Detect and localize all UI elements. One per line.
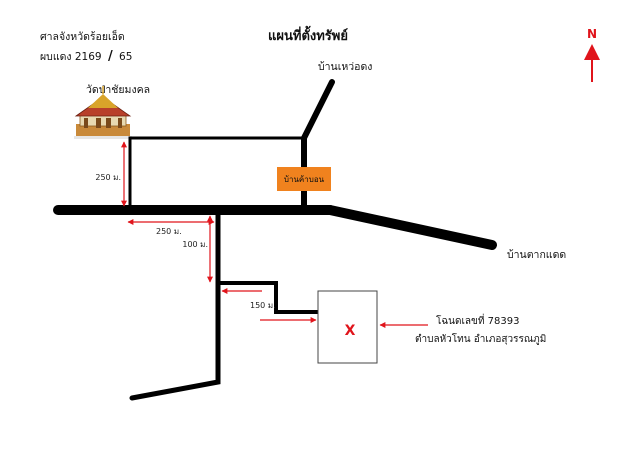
south-road — [129, 207, 221, 401]
temple-label: วัดป่าชัยมงคล — [86, 84, 150, 96]
distance-temple-side: 250 ม. — [95, 173, 121, 182]
village-sign: บ้านค้าบอน — [277, 167, 331, 191]
road-to-tak-daet — [325, 205, 497, 250]
distance-main-road: 250 ม. — [156, 227, 182, 236]
distance-down-road: 100 ม. — [182, 240, 208, 249]
distance-branch: 150 ม. — [250, 301, 276, 310]
case-number: ผบแดง 2169 / 65 — [40, 49, 132, 64]
tak-daet-label: บ้านตากแดด — [507, 249, 566, 261]
deed-number: โฉนดเลขที่ 78393 — [436, 313, 519, 327]
map-title: แผนที่ตั้งทรัพย์ — [268, 25, 348, 44]
property-plot: X — [317, 290, 378, 364]
temple-road — [128, 136, 306, 212]
deed-location: ตำบลหัวโทน อำเภอสุวรรณภูมิ — [415, 332, 546, 345]
village-sign-label: บ้านค้าบอน — [284, 175, 325, 184]
north-arrow-icon: N — [584, 27, 600, 82]
property-mark: X — [345, 323, 356, 339]
court-name: ศาลจังหวัดร้อยเอ็ด — [40, 29, 125, 43]
temple-icon — [74, 86, 132, 139]
measurements: 250 ม. 250 ม. 100 ม. 150 ม. — [95, 141, 317, 323]
hua-dong-label: บ้านเหว่อดง — [318, 61, 372, 73]
branch-road — [216, 281, 320, 314]
north-label: N — [587, 27, 597, 41]
